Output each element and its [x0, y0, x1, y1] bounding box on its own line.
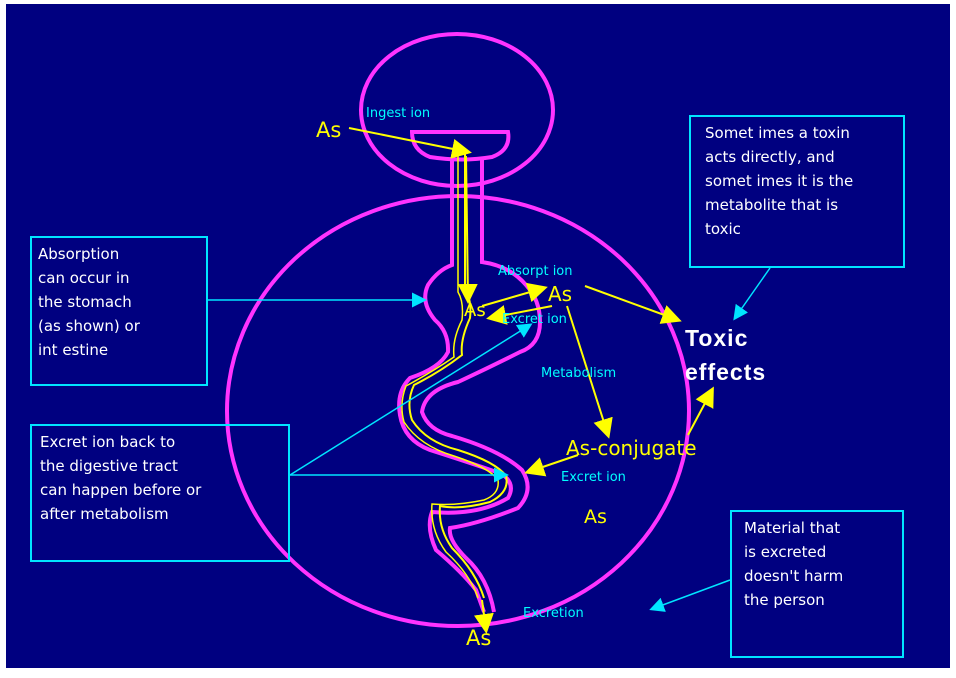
as-exit-label: As — [466, 626, 491, 650]
as-body-label: As — [584, 506, 607, 528]
as-conjugate-label: As-conjugate — [566, 436, 697, 460]
excretion-note-line: Excret ion back to — [40, 430, 280, 454]
as-stomach-label: As — [464, 300, 486, 321]
excretion-note: Excret ion back to the digestive tract c… — [30, 424, 290, 562]
excreted-note-line: Material that — [744, 516, 890, 540]
excreted-note: Material that is excreted doesn't harm t… — [730, 510, 904, 658]
metabolism-label: Metabolism — [541, 366, 616, 381]
excretion-exit-label: Excretion — [523, 606, 584, 621]
excretion-note-line: the digestive tract — [40, 454, 280, 478]
absorption-note: Absorption can occur in the stomach (as … — [30, 236, 208, 386]
toxin-note-line: somet imes it is the — [705, 169, 889, 193]
toxin-note-line: toxic — [705, 217, 889, 241]
ingestion-label: Ingest ion — [366, 106, 430, 121]
toxin-note-line: acts directly, and — [705, 145, 889, 169]
absorption-note-line: Absorption — [38, 242, 200, 266]
toxin-note: Somet imes a toxin acts directly, and so… — [689, 115, 905, 268]
toxic-effects-label: Toxic effects — [685, 321, 766, 389]
as-absorbed-label: As — [548, 282, 572, 306]
absorption-label: Absorpt ion — [498, 264, 573, 279]
toxin-note-line: Somet imes a toxin — [705, 121, 889, 145]
excretion-intestine-label: Excret ion — [561, 470, 626, 485]
excretion-stomach-label: Excret ion — [502, 312, 567, 327]
excreted-note-line: is excreted — [744, 540, 890, 564]
absorption-note-line: int estine — [38, 338, 200, 362]
as-ingest-label: As — [316, 118, 341, 142]
excretion-note-line: can happen before or — [40, 478, 280, 502]
toxic-line-1: Toxic — [685, 321, 766, 355]
absorption-note-line: (as shown) or — [38, 314, 200, 338]
absorption-note-line: the stomach — [38, 290, 200, 314]
excreted-note-line: doesn't harm — [744, 564, 890, 588]
absorption-note-line: can occur in — [38, 266, 200, 290]
toxin-note-line: metabolite that is — [705, 193, 889, 217]
excretion-note-line: after metabolism — [40, 502, 280, 526]
toxic-line-2: effects — [685, 355, 766, 389]
excreted-note-line: the person — [744, 588, 890, 612]
